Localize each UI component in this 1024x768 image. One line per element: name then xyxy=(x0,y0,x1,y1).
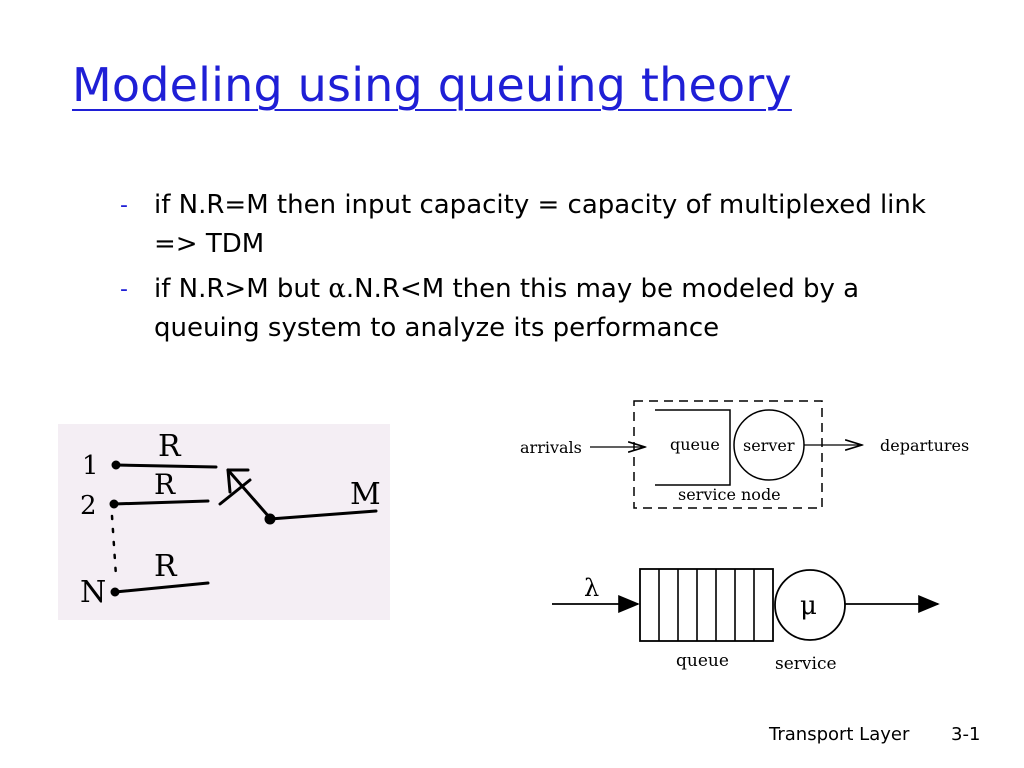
input-n-line xyxy=(113,581,210,594)
label-1: 1 xyxy=(82,451,99,481)
footer-chapter: Transport Layer xyxy=(769,724,910,745)
multiplexer-sketch: R R R M 1 2 N xyxy=(58,424,390,620)
service-caption: service xyxy=(775,654,837,674)
bullet-marker: - xyxy=(120,193,128,218)
input-1-line xyxy=(114,463,218,469)
bullet-text-continued: .N.R<M then this may be modeled by a que… xyxy=(154,274,860,343)
label-r1: R xyxy=(158,429,182,464)
footer-page-number: 3-1 xyxy=(951,724,981,745)
output-link xyxy=(268,509,378,521)
lambda-symbol: λ xyxy=(584,574,599,602)
service-node-label: service node xyxy=(678,485,781,504)
bullet-marker: - xyxy=(120,277,128,302)
label-rn: R xyxy=(154,549,178,584)
service-circle xyxy=(774,569,846,641)
input-2-line xyxy=(112,499,210,506)
bullet-list: - if N.R=M then input capacity = capacit… xyxy=(118,186,938,354)
departures-label: departures xyxy=(880,436,969,455)
service-node-box xyxy=(633,400,823,509)
bullet-item: - if N.R>M but α.N.R<M then this may be … xyxy=(118,270,938,348)
label-2: 2 xyxy=(80,491,97,521)
queue-outline xyxy=(655,409,731,486)
service-node-diagram: arrivals queue server departures service… xyxy=(520,400,969,509)
bullet-text: if N.R=M then input capacity = capacity … xyxy=(154,190,926,259)
queue-diagram: λ μ queue service xyxy=(552,568,940,674)
label-n: N xyxy=(80,575,106,610)
bullet-item: - if N.R=M then input capacity = capacit… xyxy=(118,186,938,264)
switch-arm xyxy=(226,468,272,520)
switch-cross xyxy=(218,478,252,506)
mu-symbol: μ xyxy=(800,591,817,621)
switch-arrow-head-2 xyxy=(226,468,232,494)
bullet-text: if N.R>M but xyxy=(154,274,329,304)
arrivals-label: arrivals xyxy=(520,438,582,457)
queue-label: queue xyxy=(670,435,720,454)
server-label: server xyxy=(743,436,795,455)
queue-buffer xyxy=(639,568,774,642)
label-r2: R xyxy=(154,468,176,501)
alpha-symbol: α xyxy=(328,274,346,304)
dotted-continuation xyxy=(110,514,118,578)
label-m: M xyxy=(350,477,381,512)
slide-title: Modeling using queuing theory xyxy=(72,58,792,112)
sketch-background xyxy=(58,424,390,620)
queue-caption: queue xyxy=(676,651,729,671)
